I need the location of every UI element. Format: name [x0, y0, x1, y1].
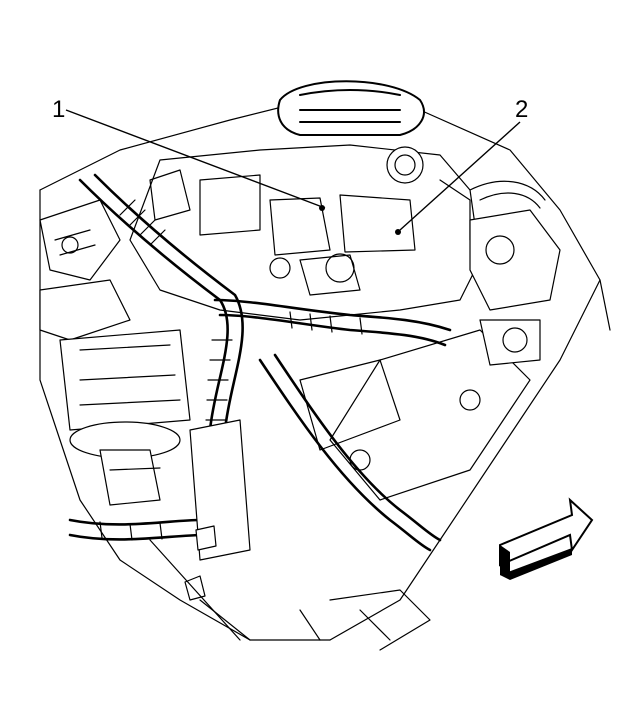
left-components	[39, 199, 191, 506]
callout-2: 2	[395, 96, 528, 235]
intake-manifold	[129, 144, 481, 321]
right-components	[349, 180, 561, 471]
bracket-and-bolts	[149, 419, 251, 641]
callout-2-label: 2	[515, 96, 528, 123]
front-direction-arrow-icon	[499, 497, 594, 580]
callout-1-target	[319, 205, 325, 211]
callout-1: 1	[52, 96, 326, 211]
callout-1-label: 1	[52, 96, 65, 123]
intake-duct	[277, 80, 425, 136]
engine-block	[39, 94, 611, 651]
callout-1-leader	[65, 109, 326, 209]
callout-2-target	[395, 229, 401, 235]
harness-wraps	[99, 199, 363, 541]
callout-2-leader	[399, 121, 521, 231]
